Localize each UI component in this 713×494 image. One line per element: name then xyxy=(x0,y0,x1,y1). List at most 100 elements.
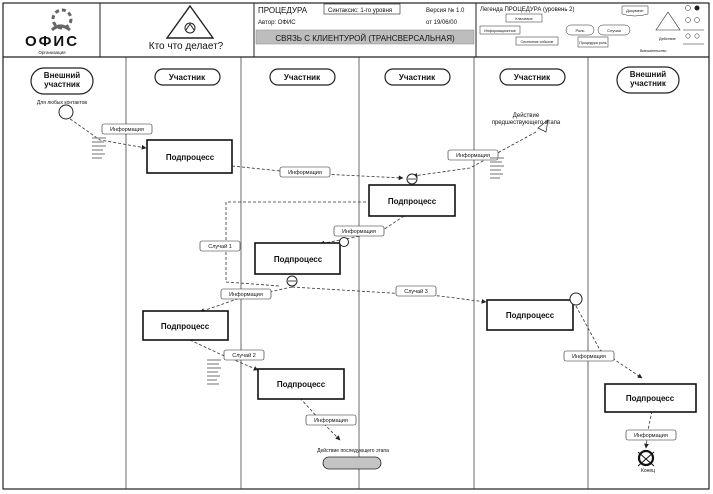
svg-text:Информация: Информация xyxy=(110,127,144,133)
logo-mark-icon xyxy=(50,8,73,32)
date-label: от 19/06/00 xyxy=(426,20,458,26)
svg-text:Подпроцесс: Подпроцесс xyxy=(277,380,326,389)
flow-label-info: Информация xyxy=(625,429,677,441)
svg-text:Случай 3: Случай 3 xyxy=(404,288,428,295)
logo-subtext: Организация xyxy=(38,50,66,55)
svg-text:Подпроцесс: Подпроцесс xyxy=(274,255,323,264)
lane-header-participant-1: Участник xyxy=(154,68,221,86)
subprocess-box[interactable]: Подпроцесс xyxy=(604,383,697,413)
lane-header-participant-4: Участник xyxy=(499,68,566,86)
start-event-icon xyxy=(58,104,74,120)
svg-text:Случай 1: Случай 1 xyxy=(208,243,232,250)
svg-text:Информация: Информация xyxy=(572,354,606,360)
subprocess-box[interactable]: Подпроцесс xyxy=(368,184,456,217)
svg-text:Участник: Участник xyxy=(514,73,551,82)
legend-information: Информационное xyxy=(484,29,516,33)
flow-label-info: Информация xyxy=(220,288,272,300)
svg-text:Подпроцесс: Подпроцесс xyxy=(166,153,215,162)
document-icon xyxy=(621,5,649,17)
legend-system: Системное событие xyxy=(521,40,554,44)
legend-block: Легенда ПРОЦЕДУРА (уровень 2) Ключевое И… xyxy=(475,2,710,58)
event-marker-icon xyxy=(569,292,583,306)
subprocess-box[interactable]: Подпроцесс xyxy=(142,310,229,341)
triangle-caption: Кто что делает? xyxy=(149,41,224,52)
legend-title: Легенда ПРОЦЕДУРА (уровень 2) xyxy=(480,7,575,13)
flow-line xyxy=(65,115,147,150)
author-label: Автор: ОФИС xyxy=(258,20,296,26)
svg-text:Подпроцесс: Подпроцесс xyxy=(506,311,555,320)
flow-line xyxy=(575,305,643,379)
subprocess-box[interactable]: Подпроцесс xyxy=(257,368,345,400)
subprocess-box[interactable]: Подпроцесс xyxy=(254,242,341,275)
svg-text:Информация: Информация xyxy=(456,153,490,159)
document-stack-icon xyxy=(207,359,221,385)
svg-text:Случай 2: Случай 2 xyxy=(232,352,256,359)
end-event-icon xyxy=(637,449,655,467)
svg-text:Информация: Информация xyxy=(634,433,668,439)
triangle-icon xyxy=(537,119,549,133)
subprocess-box[interactable]: Подпроцесс xyxy=(146,139,233,174)
flow-label-info: Информация xyxy=(447,149,499,161)
legend-key: Ключевое xyxy=(515,17,532,21)
flow-label-info: Информация xyxy=(101,123,153,135)
flow-line xyxy=(189,339,259,371)
end-label: Конец xyxy=(641,468,655,474)
legend-action: Действие xyxy=(659,37,676,41)
lane-header-participant-3: Участник xyxy=(384,68,451,86)
logo-text: ОФИС xyxy=(25,33,79,50)
legend-intervention: Вмешательство xyxy=(640,49,666,53)
flow-label-case: Случай 1 xyxy=(199,240,241,252)
procedure-title: СВЯЗЬ С КЛИЕНТУРОЙ (ТРАНСВЕРСАЛЬНАЯ) xyxy=(275,34,455,43)
svg-text:Участник: Участник xyxy=(399,73,436,82)
svg-text:Информация: Информация xyxy=(288,170,322,176)
start-label: Для любых контактов xyxy=(37,100,87,106)
svg-text:Информация: Информация xyxy=(314,418,348,424)
title-triangle-block: Кто что делает? xyxy=(99,2,255,58)
svg-text:Информация: Информация xyxy=(229,292,263,298)
logo-block: ОФИС Организация xyxy=(2,2,101,58)
triangle-icon xyxy=(165,4,215,39)
next-stage-terminator xyxy=(322,456,382,470)
svg-text:Подпроцесс: Подпроцесс xyxy=(161,322,210,331)
svg-text:Подпроцесс: Подпроцесс xyxy=(626,394,675,403)
legend-cases: Случаи xyxy=(607,28,621,33)
legend-document: Документ xyxy=(626,8,644,13)
version-label: Версия № 1.0 xyxy=(426,7,465,14)
intervention-icon xyxy=(655,11,681,31)
flow-label-info: Информация xyxy=(279,166,331,178)
case-marker-icon xyxy=(339,237,349,247)
svg-text:Подпроцесс: Подпроцесс xyxy=(388,197,437,206)
legend-symbols-icon xyxy=(683,5,704,45)
subprocess-box[interactable]: Подпроцесс xyxy=(486,299,574,331)
flow-line xyxy=(412,131,537,178)
procedure-info-block: ПРОЦЕДУРА Синтаксис: 1-го уровня Версия … xyxy=(253,2,477,58)
svg-text:Информация: Информация xyxy=(342,229,376,235)
document-stack-icon xyxy=(92,137,106,159)
flow-line xyxy=(644,410,653,449)
document-stack-icon xyxy=(490,157,504,179)
svg-text:Участник: Участник xyxy=(284,73,321,82)
connector-icon xyxy=(406,173,418,185)
next-stage-action: Действие последующего этапа xyxy=(317,447,389,454)
syntax-label: Синтаксис: 1-го уровня xyxy=(328,8,392,14)
flow-label-info: Информация xyxy=(333,225,385,237)
flow-label-info: Информация xyxy=(563,350,615,362)
flow-line xyxy=(199,286,293,313)
svg-text:Участник: Участник xyxy=(169,73,206,82)
flow-label-info: Информация xyxy=(305,414,357,426)
flow-line xyxy=(291,286,487,304)
flow-label-case: Случай 3 xyxy=(395,285,437,297)
flow-line xyxy=(231,165,404,181)
legend-roles: Роль xyxy=(575,28,584,33)
lane-header-participant-2: Участник xyxy=(269,68,336,86)
legend-subprocess-role: Процедура роль xyxy=(579,41,606,45)
procedure-label: ПРОЦЕДУРА xyxy=(258,6,308,15)
connector-icon xyxy=(286,275,298,287)
